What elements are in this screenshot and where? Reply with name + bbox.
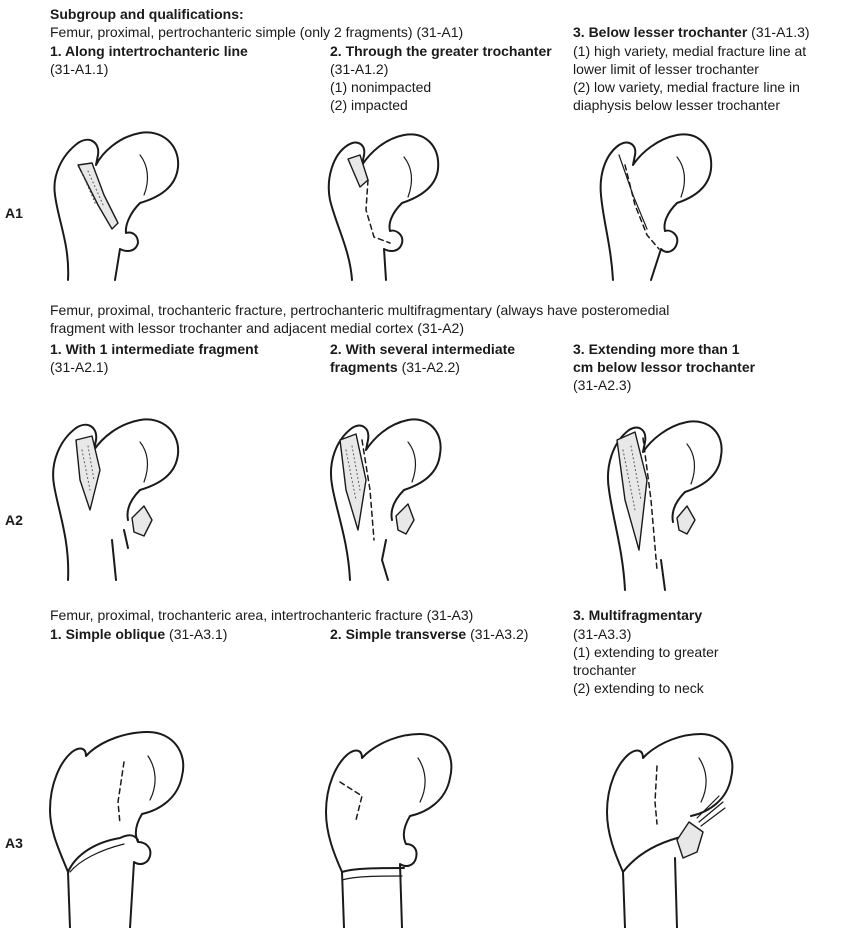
a2-1-title: 1. With 1 intermediate fragment	[50, 341, 258, 358]
femur-a3-2	[300, 722, 460, 928]
femur-a1-2	[300, 125, 460, 280]
a1-3-qual-2a: (2) low variety, medial fracture line in	[573, 79, 800, 96]
femur-a2-3	[585, 410, 745, 590]
a2-intro-line-1: Femur, proximal, trochanteric fracture, …	[50, 302, 669, 319]
a2-3-title-b: cm below lessor trochanter	[573, 359, 755, 376]
a2-2-title-b: fragments	[330, 359, 398, 375]
a2-2-heading-b: fragments (31-A2.2)	[330, 359, 460, 376]
row-label-a1: A1	[5, 205, 23, 221]
a3-3-qual-1b: trochanter	[573, 662, 636, 679]
femur-a1-1	[40, 125, 200, 280]
a1-3-qual-1b: lower limit of lesser trochanter	[573, 61, 759, 78]
a1-2-title: 2. Through the greater trochanter	[330, 43, 552, 60]
a1-2-qual-1: (1) nonimpacted	[330, 79, 431, 96]
a1-intro: Femur, proximal, pertrochanteric simple …	[50, 24, 463, 41]
a2-intro-line-2: fragment with lessor trochanter and adja…	[50, 320, 464, 337]
a3-3-title: 3. Multifragmentary	[573, 607, 702, 624]
a2-2-code: (31-A2.2)	[398, 359, 460, 375]
a3-2-title: 2. Simple transverse	[330, 626, 466, 642]
a2-2-title-a: 2. With several intermediate	[330, 341, 515, 358]
a3-1-heading: 1. Simple oblique (31-A3.1)	[50, 626, 227, 643]
a1-1-title: 1. Along intertrochanteric line	[50, 43, 248, 60]
femur-a3-3	[585, 722, 745, 928]
a2-1-code: (31-A2.1)	[50, 359, 108, 376]
femur-a2-2	[300, 410, 460, 580]
a1-3-code: (31-A1.3)	[747, 24, 809, 40]
a3-3-qual-1a: (1) extending to greater	[573, 644, 719, 661]
a2-3-title-a: 3. Extending more than 1	[573, 341, 739, 358]
a2-3-code: (31-A2.3)	[573, 377, 631, 394]
a1-3-qual-1a: (1) high variety, medial fracture line a…	[573, 43, 806, 60]
femur-a2-1	[40, 410, 200, 580]
a3-1-title: 1. Simple oblique	[50, 626, 165, 642]
a3-3-qual-2: (2) extending to neck	[573, 680, 704, 697]
femur-a1-3	[585, 125, 745, 280]
a3-intro: Femur, proximal, trochanteric area, inte…	[50, 607, 473, 624]
a3-2-code: (31-A3.2)	[466, 626, 528, 642]
a1-2-code: (31-A1.2)	[330, 61, 388, 78]
section-title: Subgroup and qualifications:	[50, 6, 244, 23]
a1-3-heading: 3. Below lesser trochanter (31-A1.3)	[573, 24, 810, 41]
a3-2-heading: 2. Simple transverse (31-A3.2)	[330, 626, 528, 643]
row-label-a3: A3	[5, 835, 23, 851]
a3-3-code: (31-A3.3)	[573, 626, 631, 643]
a1-2-qual-2: (2) impacted	[330, 97, 408, 114]
a1-3-qual-2b: diaphysis below lesser trochanter	[573, 97, 780, 114]
a1-1-code: (31-A1.1)	[50, 61, 108, 78]
a1-3-title: 3. Below lesser trochanter	[573, 24, 747, 40]
femur-a3-1	[40, 722, 200, 928]
a3-1-code: (31-A3.1)	[165, 626, 227, 642]
row-label-a2: A2	[5, 512, 23, 528]
